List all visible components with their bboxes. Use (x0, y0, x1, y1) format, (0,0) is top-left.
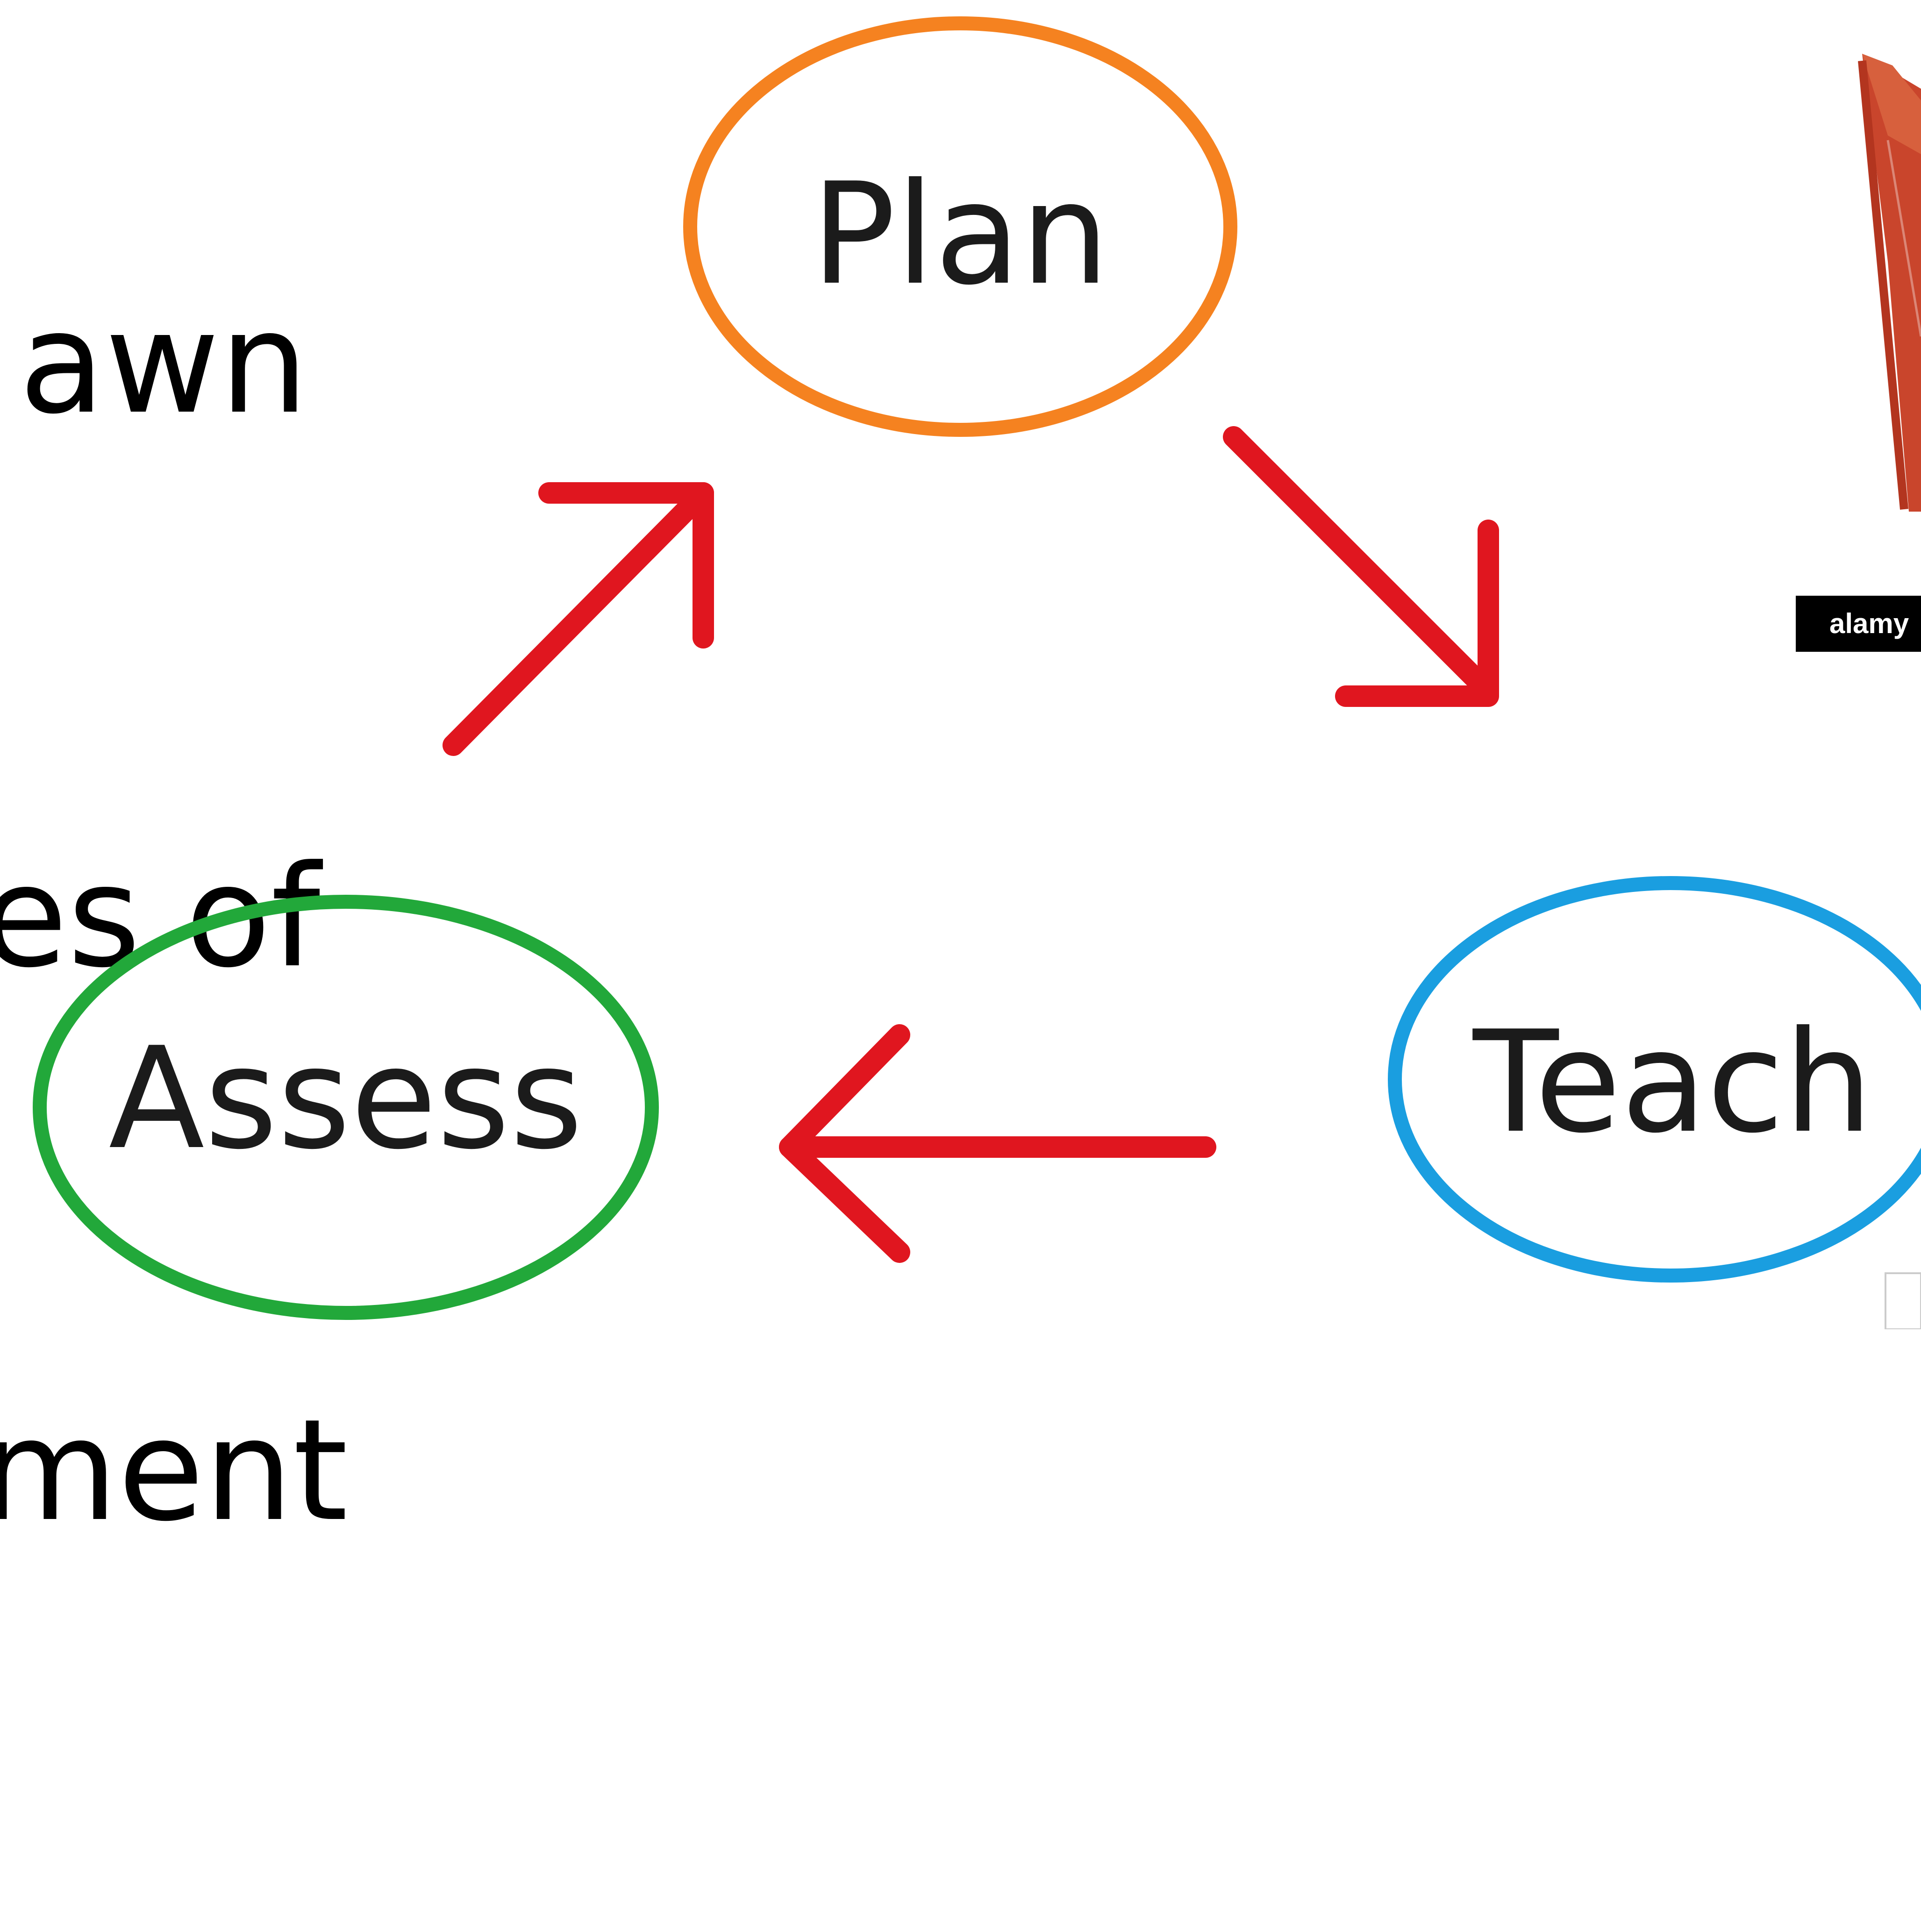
slide-text-line: awn (19, 282, 308, 445)
node-teach: Teach (1388, 876, 1921, 1283)
slide: awn es of ment Plan Teach Assess (0, 16, 1921, 1552)
alamy-badge (1796, 596, 1921, 652)
arrow-plan-to-teach (1223, 426, 1499, 707)
plan-label: Plan (811, 153, 1109, 316)
arrow-assess-to-plan (443, 482, 714, 756)
watermark-badge: alamy (1796, 596, 1921, 652)
teach-ellipse (1388, 876, 1921, 1283)
slide-text-line: ment (0, 1389, 348, 1552)
alamy-logo-text: alamy (1829, 608, 1909, 639)
arrow-teach-to-assess (779, 1024, 1216, 1263)
plan-ellipse (683, 16, 1237, 437)
node-plan: Plan (683, 16, 1237, 437)
watermark-photo (1858, 54, 1921, 512)
assess-ellipse (33, 895, 659, 1320)
corner-fragment (1885, 1272, 1921, 1329)
assess-label: Assess (109, 1017, 583, 1180)
node-assess: Assess (33, 895, 659, 1320)
teach-label: Teach (1471, 1001, 1872, 1164)
cycle-diagram: Plan Teach Assess (33, 16, 1921, 1329)
